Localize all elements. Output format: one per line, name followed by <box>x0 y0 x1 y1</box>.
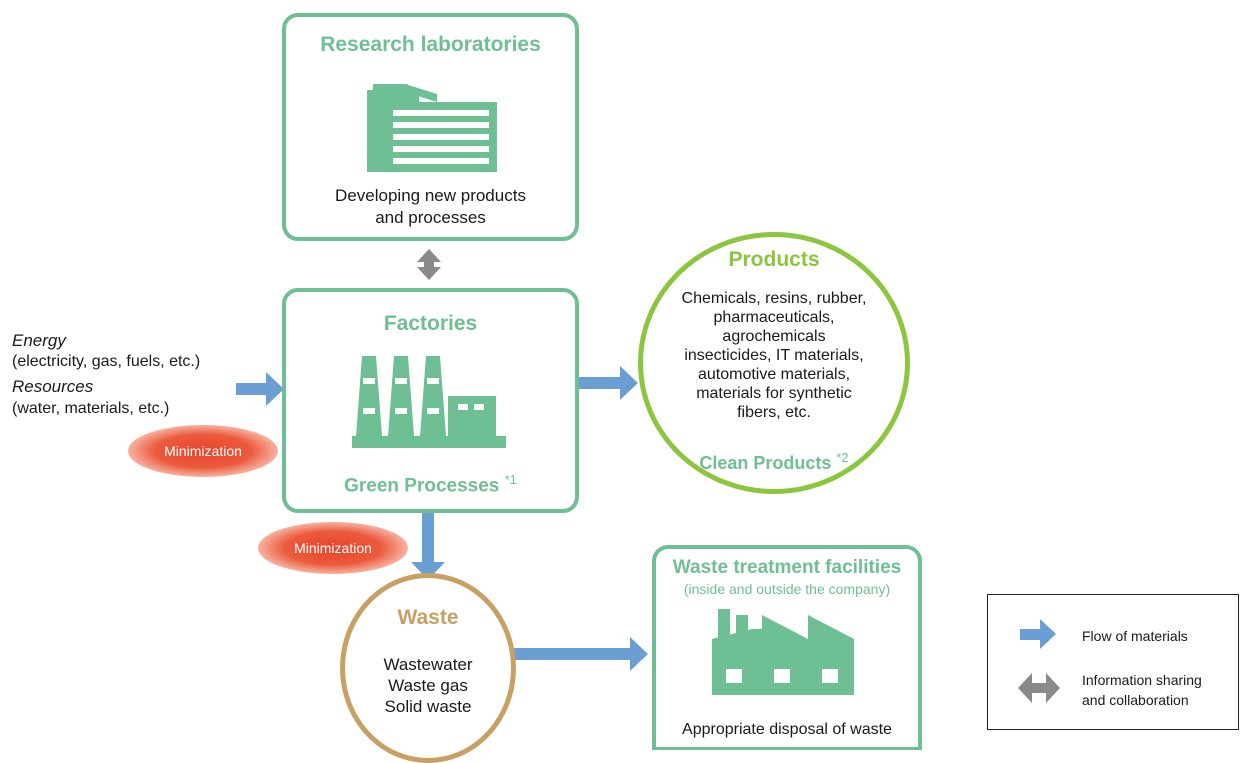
legend-info-line2: and collaboration <box>1082 692 1189 708</box>
legend-flow-arrow-icon <box>1020 619 1056 649</box>
products-title: Products <box>728 248 820 271</box>
waste-item: Wastewater <box>383 655 473 674</box>
waste-treatment-box: Waste treatment facilities (inside and o… <box>652 545 922 750</box>
products-line: Chemicals, resins, rubber, <box>681 290 867 307</box>
products-line: pharmaceuticals, <box>713 309 835 326</box>
research-title: Research laboratories <box>320 33 541 56</box>
research-desc-line2: and processes <box>375 208 486 227</box>
treatment-desc: Appropriate disposal of waste <box>682 721 892 738</box>
resources-label: Resources <box>12 377 94 396</box>
minimization-badge-input: Minimization <box>128 425 278 477</box>
building-icon <box>367 84 497 177</box>
minimization-badge-waste: Minimization <box>258 522 408 574</box>
legend-info-arrow-icon <box>1018 673 1060 703</box>
waste-item: Solid waste <box>384 697 472 716</box>
products-line: fibers, etc. <box>737 404 811 421</box>
green-processes-label: Green Processes *1 <box>286 472 575 497</box>
products-line: materials for synthetic <box>696 385 852 402</box>
waste-circle: Waste Wastewater Waste gas Solid waste <box>340 573 516 763</box>
waste-title: Waste <box>397 606 459 629</box>
research-desc-line1: Developing new products <box>335 186 526 205</box>
resources-detail: (water, materials, etc.) <box>12 400 170 417</box>
legend-flow-label: Flow of materials <box>1082 628 1188 644</box>
factories-box: Factories Green Processes *1 <box>282 288 579 513</box>
factories-title: Factories <box>383 312 478 335</box>
clean-products-label: Clean Products *2 <box>643 450 905 474</box>
treatment-subtitle: (inside and outside the company) <box>683 581 891 597</box>
treatment-flow-arrow <box>514 637 648 671</box>
products-flow-arrow <box>578 366 638 400</box>
products-circle: Products Chemicals, resins, rubber, phar… <box>638 232 910 494</box>
legend-icons <box>1018 619 1060 703</box>
green-processes-note: *1 <box>504 472 517 487</box>
energy-detail: (electricity, gas, fuels, etc.) <box>12 353 201 370</box>
clean-products-text: Clean Products <box>699 453 832 473</box>
research-laboratories-box: Research laboratories Developing new pro… <box>282 13 579 241</box>
factory-sawtooth-icon <box>712 609 862 700</box>
clean-products-note: *2 <box>836 450 849 465</box>
products-list: Chemicals, resins, rubber, pharmaceutica… <box>643 289 905 422</box>
products-line: automotive materials, <box>697 366 851 383</box>
treatment-title: Waste treatment facilities <box>672 557 902 578</box>
products-line: agrochemicals <box>722 328 826 345</box>
info-sharing-arrow <box>417 249 441 280</box>
products-line: insecticides, IT materials, <box>684 347 864 364</box>
energy-label: Energy <box>12 331 66 350</box>
waste-item: Waste gas <box>388 676 468 695</box>
green-processes-text: Green Processes <box>344 475 500 497</box>
legend: Flow of materials Information sharing an… <box>987 594 1239 730</box>
waste-flow-arrow <box>411 512 445 580</box>
factory-chimneys-icon <box>352 354 506 455</box>
legend-info-line1: Information sharing <box>1082 672 1202 688</box>
waste-items: Wastewater Waste gas Solid waste <box>345 654 511 717</box>
input-flow-arrow <box>236 372 284 406</box>
